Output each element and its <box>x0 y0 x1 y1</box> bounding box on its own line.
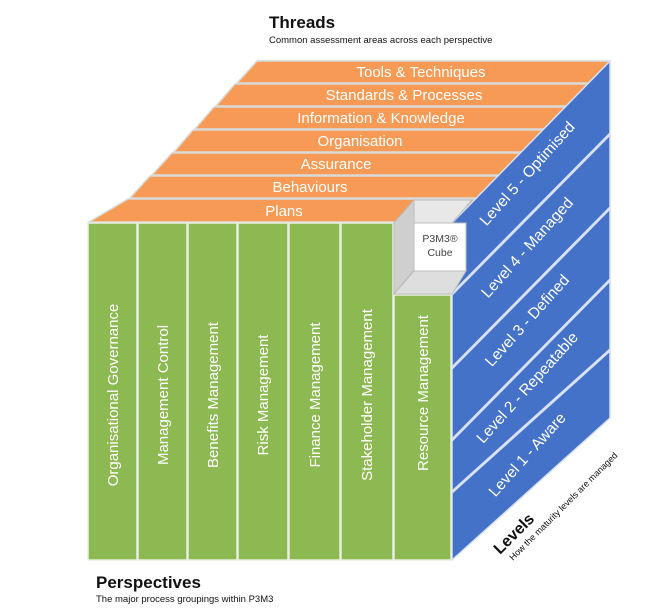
perspective-label: Stakeholder Management <box>359 308 376 481</box>
level-band <box>451 349 611 562</box>
level-band <box>451 279 611 493</box>
p3m3-mini-cube: P3M3® Cube <box>392 198 474 296</box>
perspective-column <box>87 222 138 561</box>
cube-label-line1: P3M3® <box>422 233 457 245</box>
level-band <box>451 133 611 369</box>
threads-group: Tools & Techniques Standards & Processes… <box>86 60 612 223</box>
threads-subtitle: Common assessment areas across each pers… <box>269 35 492 46</box>
perspective-column <box>237 222 289 561</box>
perspective-column <box>187 222 238 561</box>
perspective-column <box>137 222 188 561</box>
perspective-label: Resource Management <box>415 314 432 471</box>
thread-label: Behaviours <box>272 179 347 196</box>
thread-label: Standards & Processes <box>326 87 483 104</box>
thread-label: Assurance <box>301 156 372 173</box>
thread-label: Information & Knowledge <box>297 110 465 127</box>
threads-heading: Threads <box>269 13 335 32</box>
perspective-label: Organisational Governance <box>105 304 122 487</box>
level-band <box>451 207 611 441</box>
perspective-column <box>288 222 341 561</box>
cube-label-line2: Cube <box>427 247 452 259</box>
perspective-label: Finance Management <box>307 322 324 468</box>
perspective-label: Management Control <box>155 325 172 465</box>
thread-label: Tools & Techniques <box>357 64 486 81</box>
levels-group: Level 5 - Optimised Level 4 - Managed Le… <box>451 59 611 562</box>
perspectives-group: Organisational Governance Management Con… <box>87 222 452 561</box>
perspective-label: Risk Management <box>255 334 272 456</box>
perspective-column <box>393 294 452 561</box>
perspective-column <box>340 222 394 561</box>
thread-label: Organisation <box>317 133 402 150</box>
thread-label: Plans <box>265 203 303 220</box>
mini-cube-front <box>413 222 467 272</box>
perspectives-subtitle: The major process groupings within P3M3 <box>96 594 273 605</box>
perspectives-heading: Perspectives <box>96 573 201 592</box>
perspective-label: Benefits Management <box>205 321 222 468</box>
mini-cube-floor <box>392 270 467 295</box>
